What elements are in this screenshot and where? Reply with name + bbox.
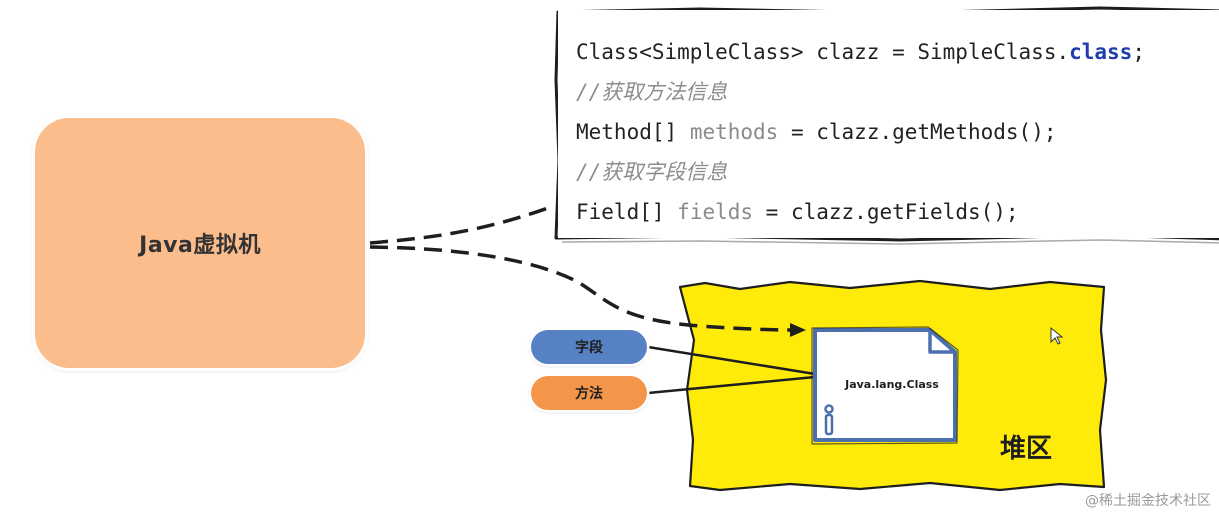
code-snippet: Class<SimpleClass> clazz = SimpleClass.c… [558,10,1219,238]
field-connector-line [647,345,816,376]
jvm-to-code-connector [369,206,549,245]
jvm-to-class-connector [369,245,796,332]
code-variable: clazz [816,40,880,64]
class-document-icon [811,326,959,445]
code-box-shadow [561,239,1219,245]
heap-label: 堆区 [1000,434,1053,464]
arrow-head-icon [790,323,806,337]
code-expression: = clazz.getMethods(); [778,120,1057,144]
code-type: Field[] [576,200,665,224]
code-expression: = clazz.getFields(); [753,200,1019,224]
mouse-cursor-icon [1050,326,1064,345]
code-expression: = SimpleClass. [879,40,1070,64]
jvm-label: Java虚拟机 [139,233,261,258]
code-line-1: Class<SimpleClass> clazz = SimpleClass.c… [576,32,1219,72]
method-connector-line [647,375,816,395]
code-variable: methods [689,120,779,144]
code-type: Method[] [576,120,678,144]
code-line-5: Field[] fields = clazz.getFields(); [576,192,1219,232]
method-pill: 方法 [531,376,647,410]
class-label: Java.lang.Class [845,378,939,391]
code-comment-fields: //获取字段信息 [576,160,728,184]
watermark: @稀土掘金技术社区 [1085,493,1211,509]
field-pill: 字段 [531,330,647,364]
code-variable: fields [677,200,754,224]
code-comment-methods: //获取方法信息 [576,80,728,104]
code-keyword: class [1069,40,1133,64]
code-line-3: Method[] methods = clazz.getMethods(); [576,112,1219,152]
jvm-box: Java虚拟机 [35,118,365,368]
code-type: Class<SimpleClass> [576,40,804,64]
code-terminator: ; [1132,40,1145,64]
